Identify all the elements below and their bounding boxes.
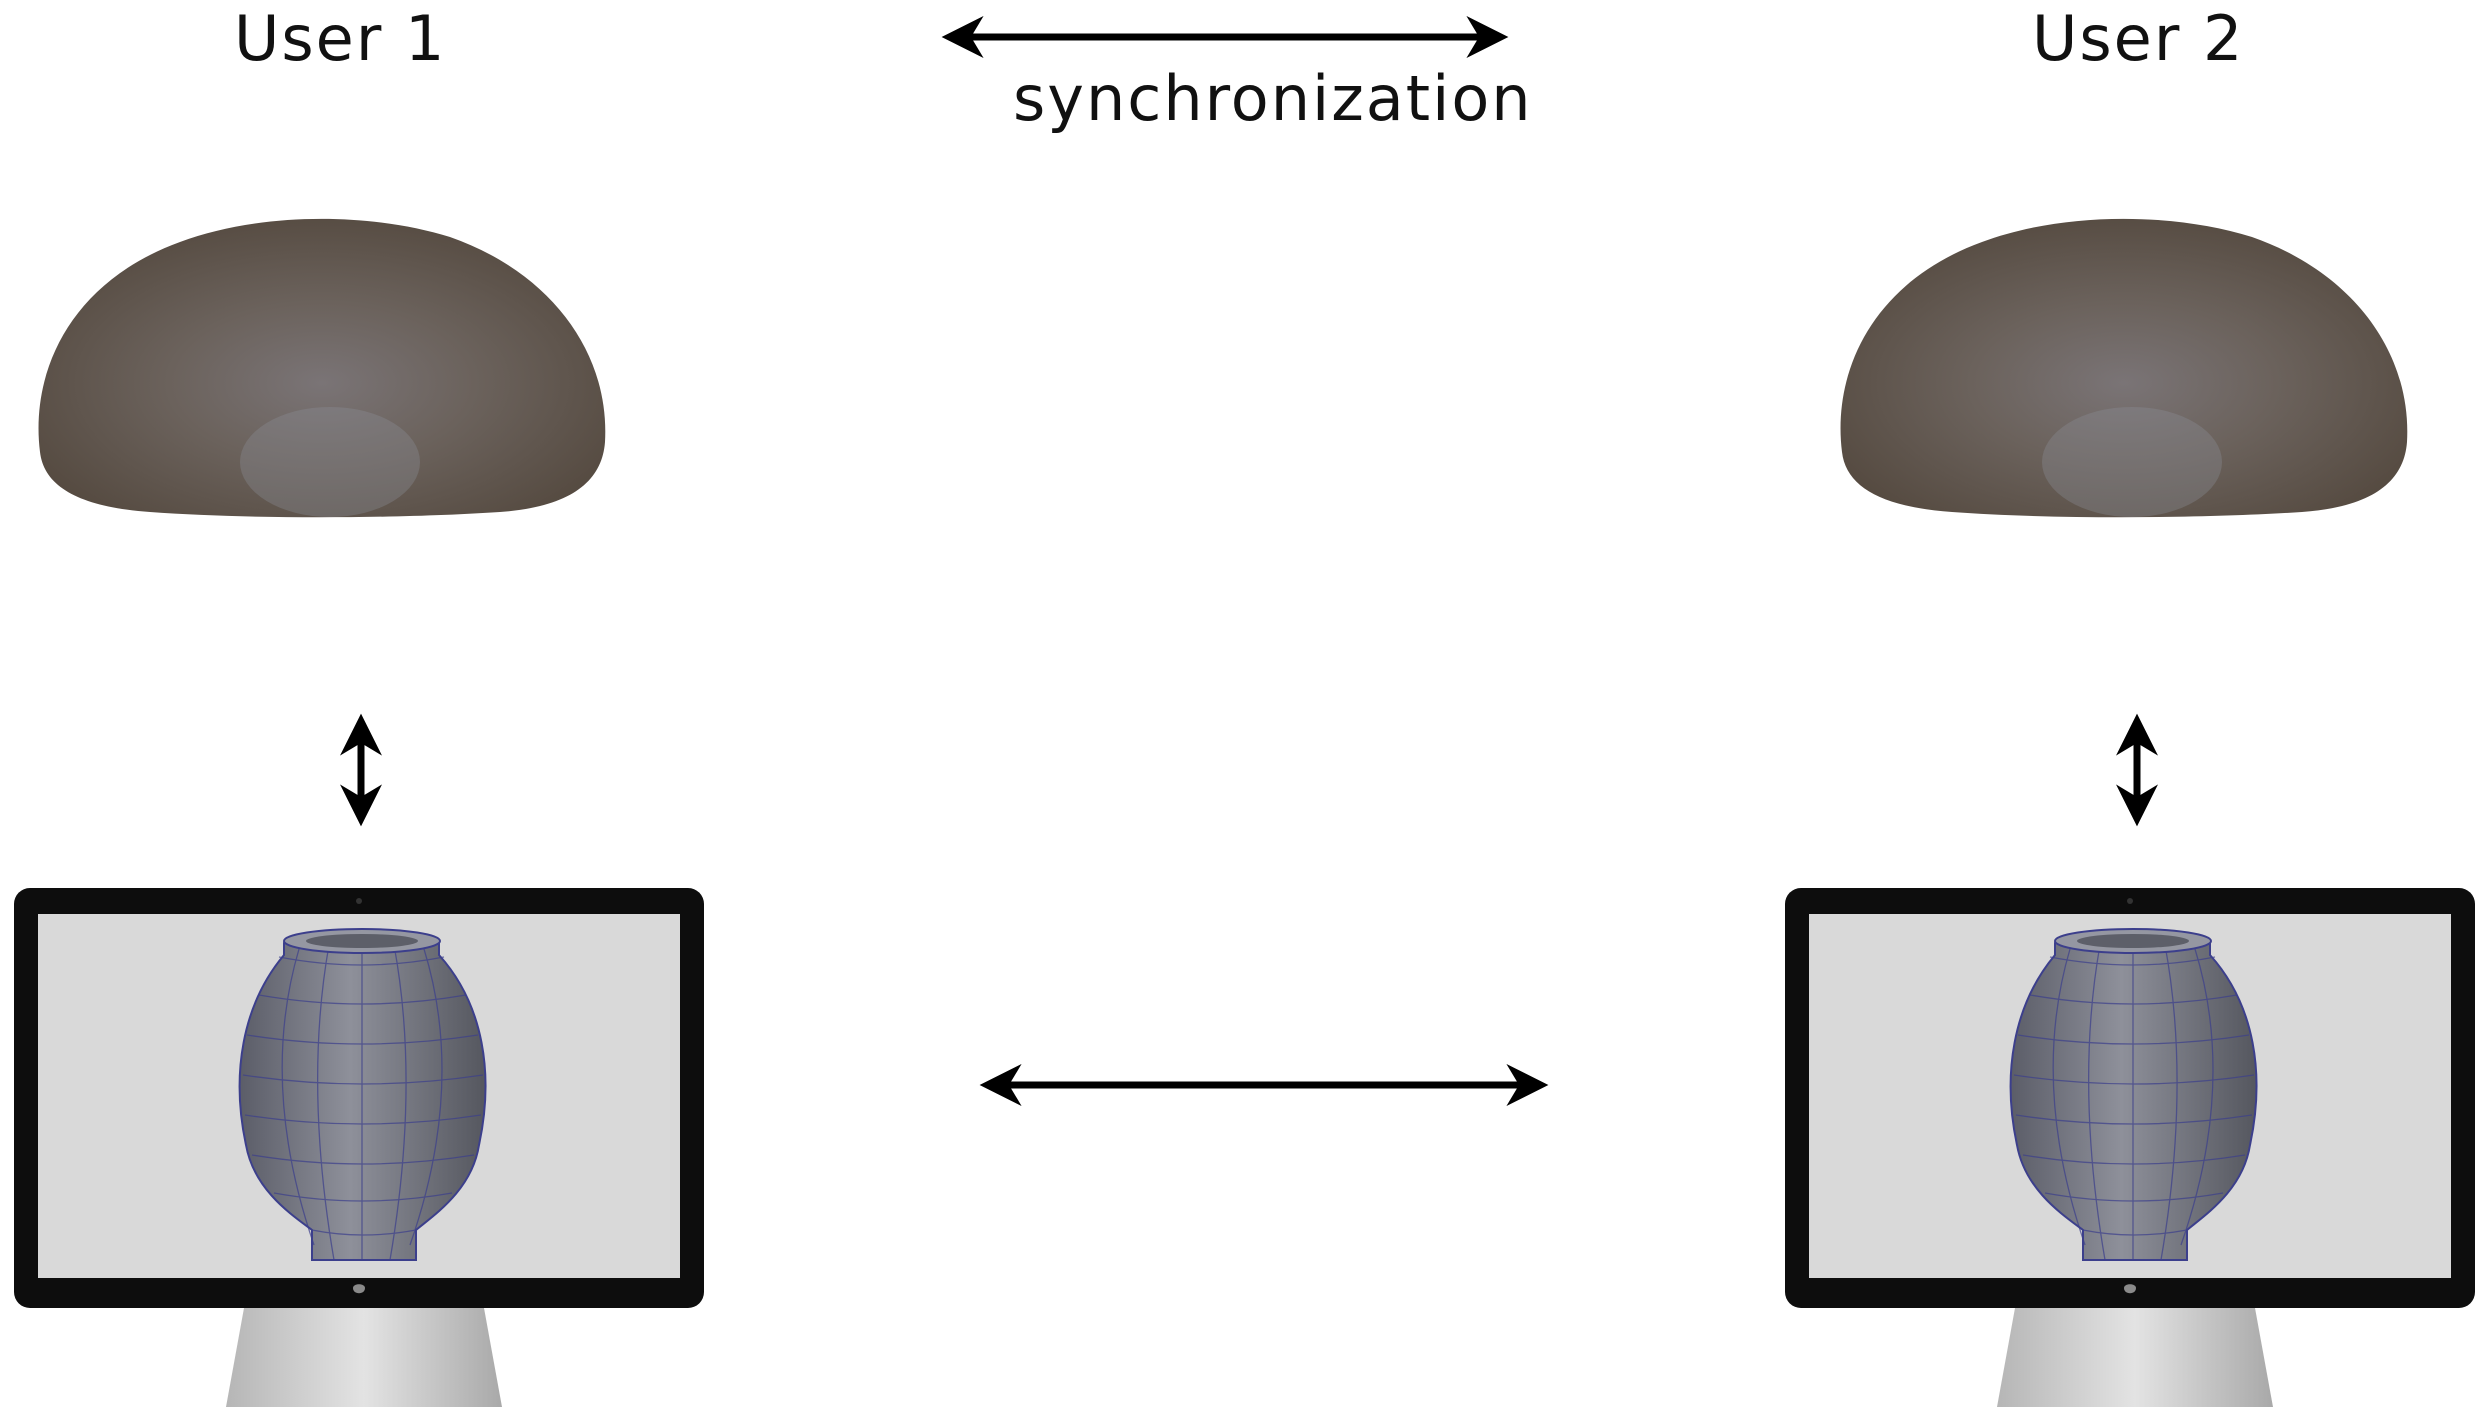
user-2-clay-lump-icon <box>1832 218 2412 518</box>
synchronization-label: synchronization <box>1013 62 1533 135</box>
user-1-label: User 1 <box>234 2 447 75</box>
user-1-clay-lump-icon <box>30 218 610 518</box>
user-2-label: User 2 <box>2032 2 2245 75</box>
